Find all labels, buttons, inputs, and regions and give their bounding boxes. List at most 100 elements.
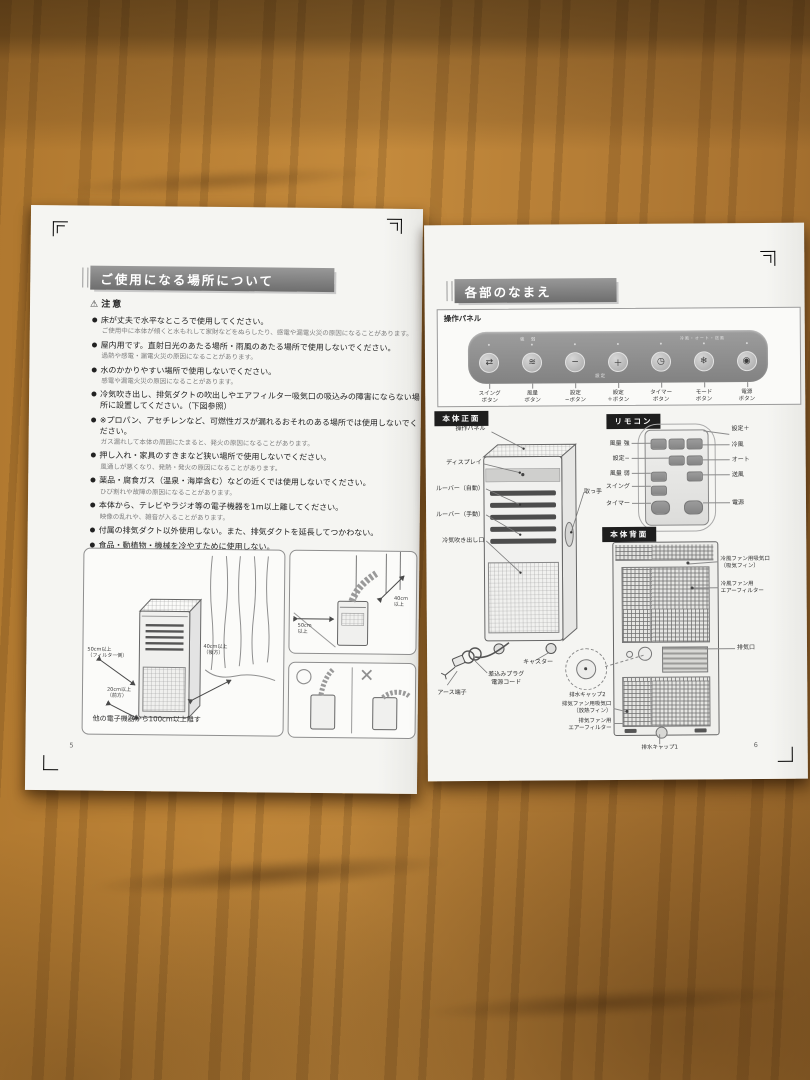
- leader-line: [702, 459, 730, 461]
- remote-button: [686, 471, 703, 482]
- leader-line: [659, 734, 661, 745]
- warning-main-text: 冷気吹き出し、排気ダクトの吹出しやエアフィルター吸気口の吸込みの障害にならない場…: [91, 390, 423, 414]
- panel-button-icon: ＋: [613, 358, 623, 369]
- back-filter-bottom-label: 排気ファン用エアーフィルター: [568, 718, 612, 732]
- front-plug-cord-label: 差込みプラグ電源コード: [488, 670, 525, 686]
- panel-button: −: [565, 352, 586, 373]
- front-operation-panel-label: 操作パネル: [455, 424, 486, 433]
- leader-line: [702, 444, 730, 446]
- panel-buttons-row: ⇄ ≋ − ＋ ◷: [468, 334, 768, 380]
- remote-fan-label: 送風: [731, 471, 744, 479]
- warning-item: 屋内用です。直射日光のあたる場所・雨風のあたる場所で使用しないでください。 過熱…: [91, 340, 423, 363]
- ok-ng-drawing: [310, 667, 411, 734]
- leader-line: [705, 648, 736, 650]
- warning-item: 床が丈夫で水平なところで使用してください。 ご使用中に本体が傾くと水もれして家財…: [92, 316, 424, 339]
- operation-panel-figure: 操作パネル 強 弱 冷風・オート・送風 設定 ⇄ ≋ −: [436, 306, 802, 408]
- warning-item: 薬品・腐食ガス（温泉・海岸含む）などの近くでは使用しないでください。 ひび割れや…: [90, 476, 422, 499]
- caption-line1: 設定: [612, 389, 624, 397]
- front-louver-auto-label: ルーバー（自動）: [435, 484, 484, 493]
- panel-button-caption: タイマー ボタン: [640, 383, 683, 403]
- caption-line2: ＋ボタン: [607, 396, 630, 403]
- back-view-title: 本体背面: [610, 529, 649, 540]
- clearance-front-label: 20cm以上 （前方）: [106, 686, 132, 700]
- placement-diagram-ok-ng: ○ ✕: [287, 661, 417, 740]
- remote-fan-low-label: 風量 弱: [609, 469, 630, 478]
- front-caster-label: キャスター: [523, 658, 554, 666]
- section-header-label: ご使用になる場所について: [100, 271, 275, 289]
- warning-main-text: 付属の排気ダクト以外使用しない。また、排気ダクトを延長してつかわない。: [90, 526, 422, 540]
- back-filter-top-label: 冷風ファン用エアーフィルター: [720, 581, 764, 595]
- back-intake-top-label: 冷風ファン用吸気口（吸気フィン）: [720, 555, 770, 570]
- panel-button-caption: 風量 ボタン: [511, 383, 554, 404]
- caption-line2: −ボタン: [564, 397, 587, 404]
- panel-button-caption: スイング ボタン: [468, 384, 511, 404]
- ok-mark: ○: [295, 662, 313, 687]
- warning-item: 押し入れ・家具のすきまなど狭い場所で使用しないでください。 風通しが悪くなり、発…: [90, 451, 422, 474]
- operation-panel-title: 操作パネル: [443, 313, 482, 324]
- caption-line1: 風量: [527, 390, 539, 397]
- leader-line: [632, 502, 652, 504]
- right-page-number: 6: [753, 741, 758, 750]
- caution-title: 注意: [101, 299, 124, 310]
- back-exhaust-label: 排気口: [736, 644, 756, 652]
- wood-grain-streak: [59, 161, 381, 201]
- remote-button: [650, 485, 667, 496]
- panel-button: ＋: [607, 351, 629, 373]
- back-lower-grille: [622, 676, 711, 727]
- crop-mark: [386, 218, 402, 234]
- warning-item: 冷気吹き出し、排気ダクトの吹出しやエアフィルター吸気口の吸込みの障害にならない場…: [91, 390, 423, 414]
- window-side-clearance-label: 50cm 以上: [297, 622, 312, 636]
- caption-line1: 設定: [569, 390, 581, 397]
- drain-cap1-label: 排水キャップ1: [641, 744, 678, 751]
- leader-dot: [625, 709, 628, 713]
- placement-diagram-room: 50cm以上 （フィルター側） 40cm以上 （後方） 20cm以上 （前方） …: [81, 547, 286, 737]
- caution-icon: ⚠: [89, 299, 99, 310]
- remote-timer-label: タイマー: [605, 499, 631, 508]
- manual-right-page: 各部のなまえ 操作パネル 強 弱 冷風・オート・送風 設定 ⇄ ≋: [424, 222, 808, 782]
- panel-button-caption: 設定 ＋ボタン: [597, 383, 640, 403]
- front-cold-air-outlet-label: 冷気吹き出し口: [442, 536, 485, 545]
- panel-button: ≋: [522, 352, 543, 373]
- placement-caption: 他の電子機器から100cm以上離す: [92, 714, 201, 724]
- remote-button: [686, 438, 703, 450]
- caption-line1: 電源: [741, 389, 753, 396]
- panel-button: ◷: [650, 351, 671, 372]
- window-duct-drawing: [293, 551, 405, 648]
- section-header-part-names: 各部のなまえ: [454, 277, 617, 304]
- clearance-filter-label: 50cm以上 （フィルター側）: [87, 646, 128, 660]
- remote-button: [686, 455, 703, 466]
- crop-mark: [760, 250, 776, 266]
- crop-mark: [777, 746, 793, 762]
- drain-cap2-inset-dot: [584, 667, 587, 670]
- panel-button: ⇄: [479, 352, 500, 373]
- window-rear-clearance-label: 40cm 以上: [393, 595, 408, 609]
- wood-grain-streak: [419, 980, 801, 1026]
- leader-line: [631, 485, 651, 487]
- leader-line: [692, 587, 719, 589]
- front-louver-manual-label: ルーバー（手動）: [436, 510, 485, 519]
- back-foot: [624, 728, 637, 733]
- remote-button: [668, 438, 685, 450]
- remote-swing-label: スイング: [605, 482, 630, 491]
- panel-button-icon: ≋: [528, 357, 537, 368]
- back-intake-bottom-label: 排気ファン用吸気口（放熱フィン）: [561, 701, 612, 715]
- warnings-list: 床が丈夫で水平なところで使用してください。 ご使用中に本体が傾くと水もれして家財…: [89, 316, 424, 560]
- wood-grain-streak: [89, 847, 451, 903]
- remote-setting-plus-label: 設定＋: [731, 425, 750, 433]
- leader-dot: [686, 561, 689, 565]
- back-view-drawing: [612, 541, 720, 739]
- remote-button: [668, 455, 685, 466]
- caption-line2: ボタン: [695, 396, 713, 403]
- warning-item: 水のかかりやすい場所で使用しないでください。 感電や漏電火災の原因になることがあ…: [91, 365, 423, 388]
- front-display-label: ディスプレイ: [446, 458, 482, 467]
- remote-fan-high-label: 風量 強: [609, 439, 630, 448]
- panel-button-caption: モード ボタン: [682, 382, 725, 402]
- ng-mark: ✕: [359, 665, 375, 687]
- panel-button-icon: ⇄: [485, 357, 494, 368]
- placement-diagram-window: 40cm 以上 50cm 以上: [288, 549, 418, 656]
- section-header-place-of-use: ご使用になる場所について: [90, 265, 335, 293]
- remote-power-label: 電源: [731, 499, 745, 507]
- panel-button-column: ◉: [725, 334, 768, 378]
- section-header-label: 各部のなまえ: [464, 283, 552, 300]
- leader-line: [702, 474, 730, 476]
